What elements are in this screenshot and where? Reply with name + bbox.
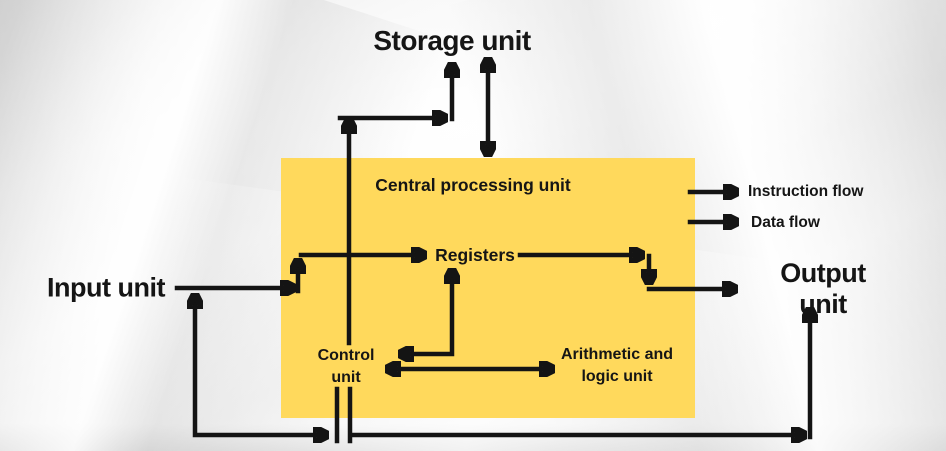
legend-item-data-flow: Data flow [751, 214, 820, 232]
label-output-unit: Output unit [780, 257, 866, 319]
label-arithmetic-logic-unit: Arithmetic and logic unit [560, 346, 674, 385]
legend-item-instruction-flow: Instruction flow [748, 183, 864, 201]
label-registers: Registers [435, 244, 515, 265]
label-central-processing-unit: Central processing unit [375, 174, 571, 195]
label-storage-unit: Storage unit [373, 24, 531, 56]
arrow-input-bottom-bus [195, 297, 325, 435]
label-input-unit: Input unit [47, 272, 165, 303]
arrow-registers-control-bidirectional [402, 272, 452, 354]
label-control-unit: Control unit [317, 347, 375, 386]
